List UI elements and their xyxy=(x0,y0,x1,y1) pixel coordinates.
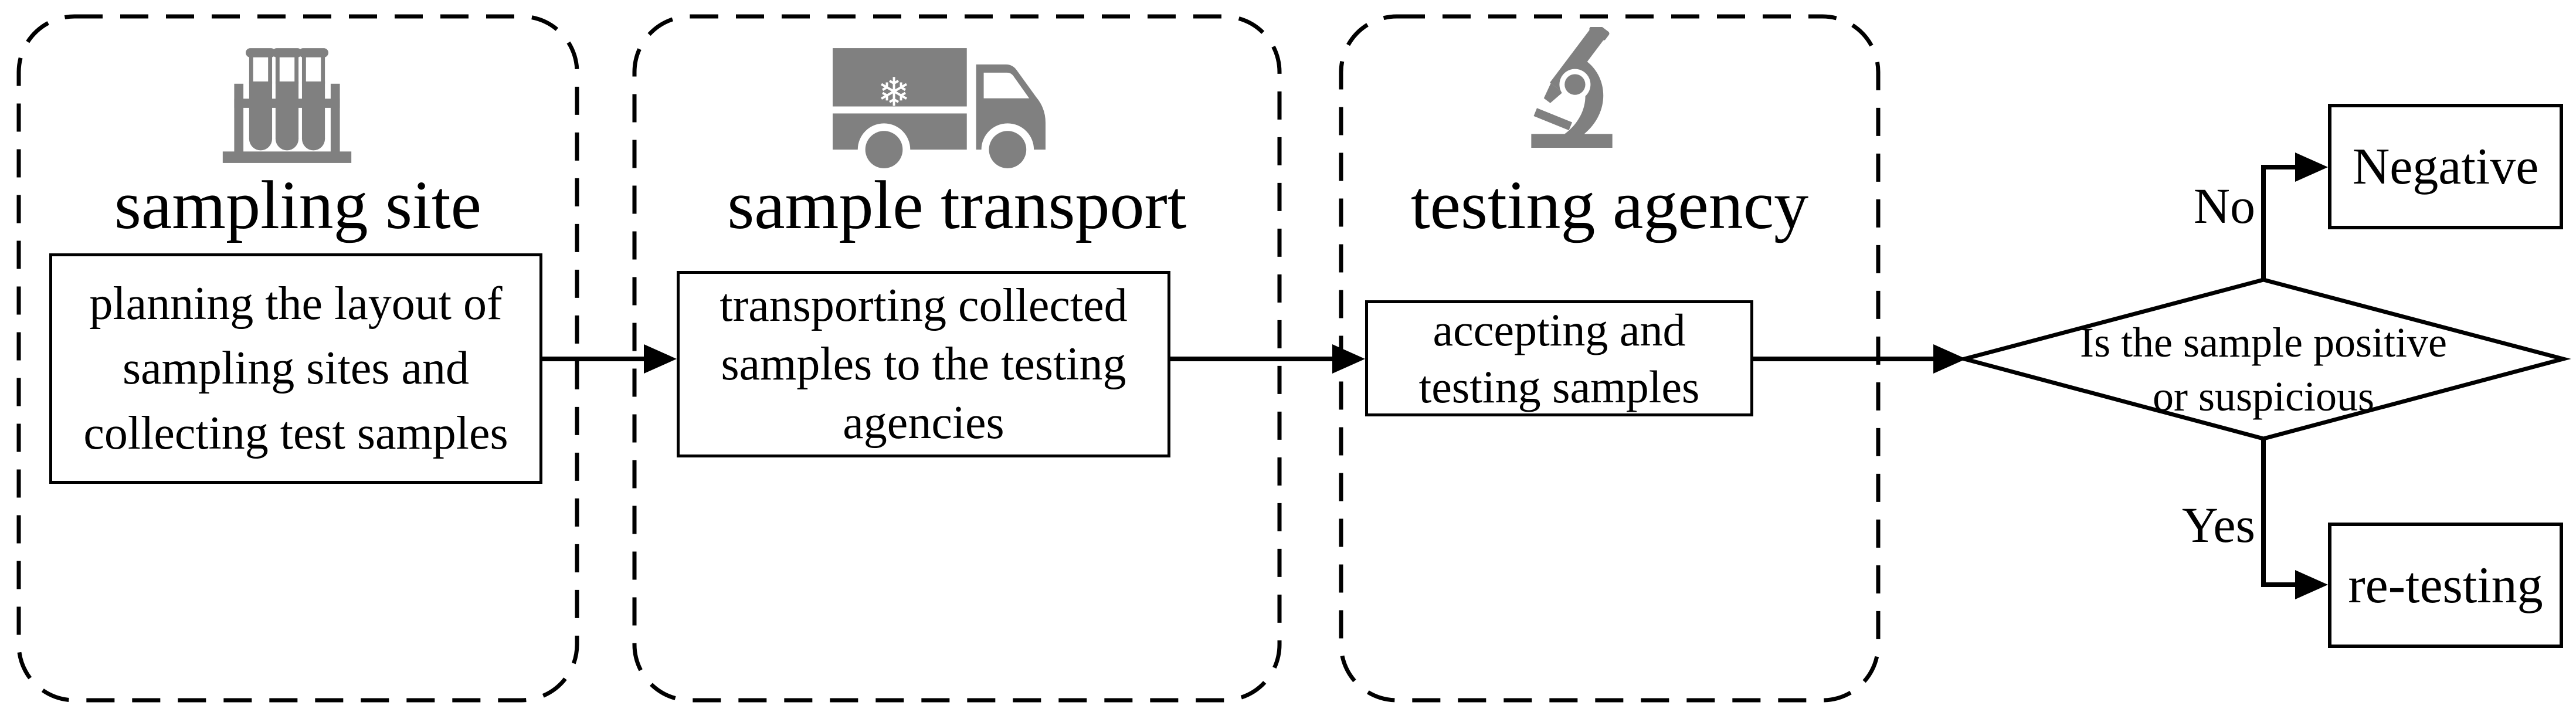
decision-question-line: or suspicious xyxy=(2153,373,2374,420)
arrowhead-testing-to-decision xyxy=(1933,344,1966,374)
no-branch-label: No xyxy=(2193,178,2255,234)
step-text-line: sampling sites and xyxy=(122,342,470,395)
arrowhead-yes-branch xyxy=(2295,570,2328,599)
test-tube-rack-icon xyxy=(222,48,352,163)
microscope-icon xyxy=(1531,27,1613,148)
yes-branch-label: Yes xyxy=(2181,497,2255,553)
snowflake-glyph: ❄ xyxy=(877,69,911,116)
panel-title-sampling-site: sampling site xyxy=(114,167,481,243)
decision-question-line: Is the sample positive xyxy=(2080,319,2447,366)
arrowhead-sampling-to-transport xyxy=(644,344,677,374)
outcome-retesting-label: re-testing xyxy=(2348,557,2543,614)
panel-outline-sampling-site xyxy=(16,14,579,703)
step-text-line: planning the layout of xyxy=(89,277,503,330)
panel-title-testing-agency: testing agency xyxy=(1410,167,1809,243)
step-text-line: accepting and xyxy=(1433,304,1686,355)
step-text-line: testing samples xyxy=(1418,361,1700,412)
outcome-box-negative: Negative xyxy=(2328,104,2563,229)
decision-question: Is the sample positive or suspicious xyxy=(2011,316,2516,423)
arrowhead-transport-to-testing xyxy=(1332,344,1365,374)
step-text-line: agencies xyxy=(843,397,1004,449)
decision-diamond xyxy=(1956,277,2571,441)
outcome-box-retesting: re-testing xyxy=(2328,523,2563,648)
arrow-line-no-branch xyxy=(2261,165,2297,280)
step-text-line: samples to the testing xyxy=(721,338,1126,390)
arrow-line-yes-branch xyxy=(2261,439,2297,587)
refrigerated-truck-icon: ❄ xyxy=(833,48,1046,169)
step-text-line: collecting test samples xyxy=(83,407,508,459)
outcome-negative-label: Negative xyxy=(2352,138,2539,195)
step-text-line: transporting collected xyxy=(719,280,1128,331)
step-box-testing-agency: accepting and testing samples xyxy=(1365,300,1753,416)
step-box-sample-transport: transporting collected samples to the te… xyxy=(677,271,1170,457)
arrowhead-no-branch xyxy=(2295,152,2328,182)
step-box-sampling-site: planning the layout of sampling sites an… xyxy=(49,253,542,484)
panel-title-sample-transport: sample transport xyxy=(727,167,1187,243)
